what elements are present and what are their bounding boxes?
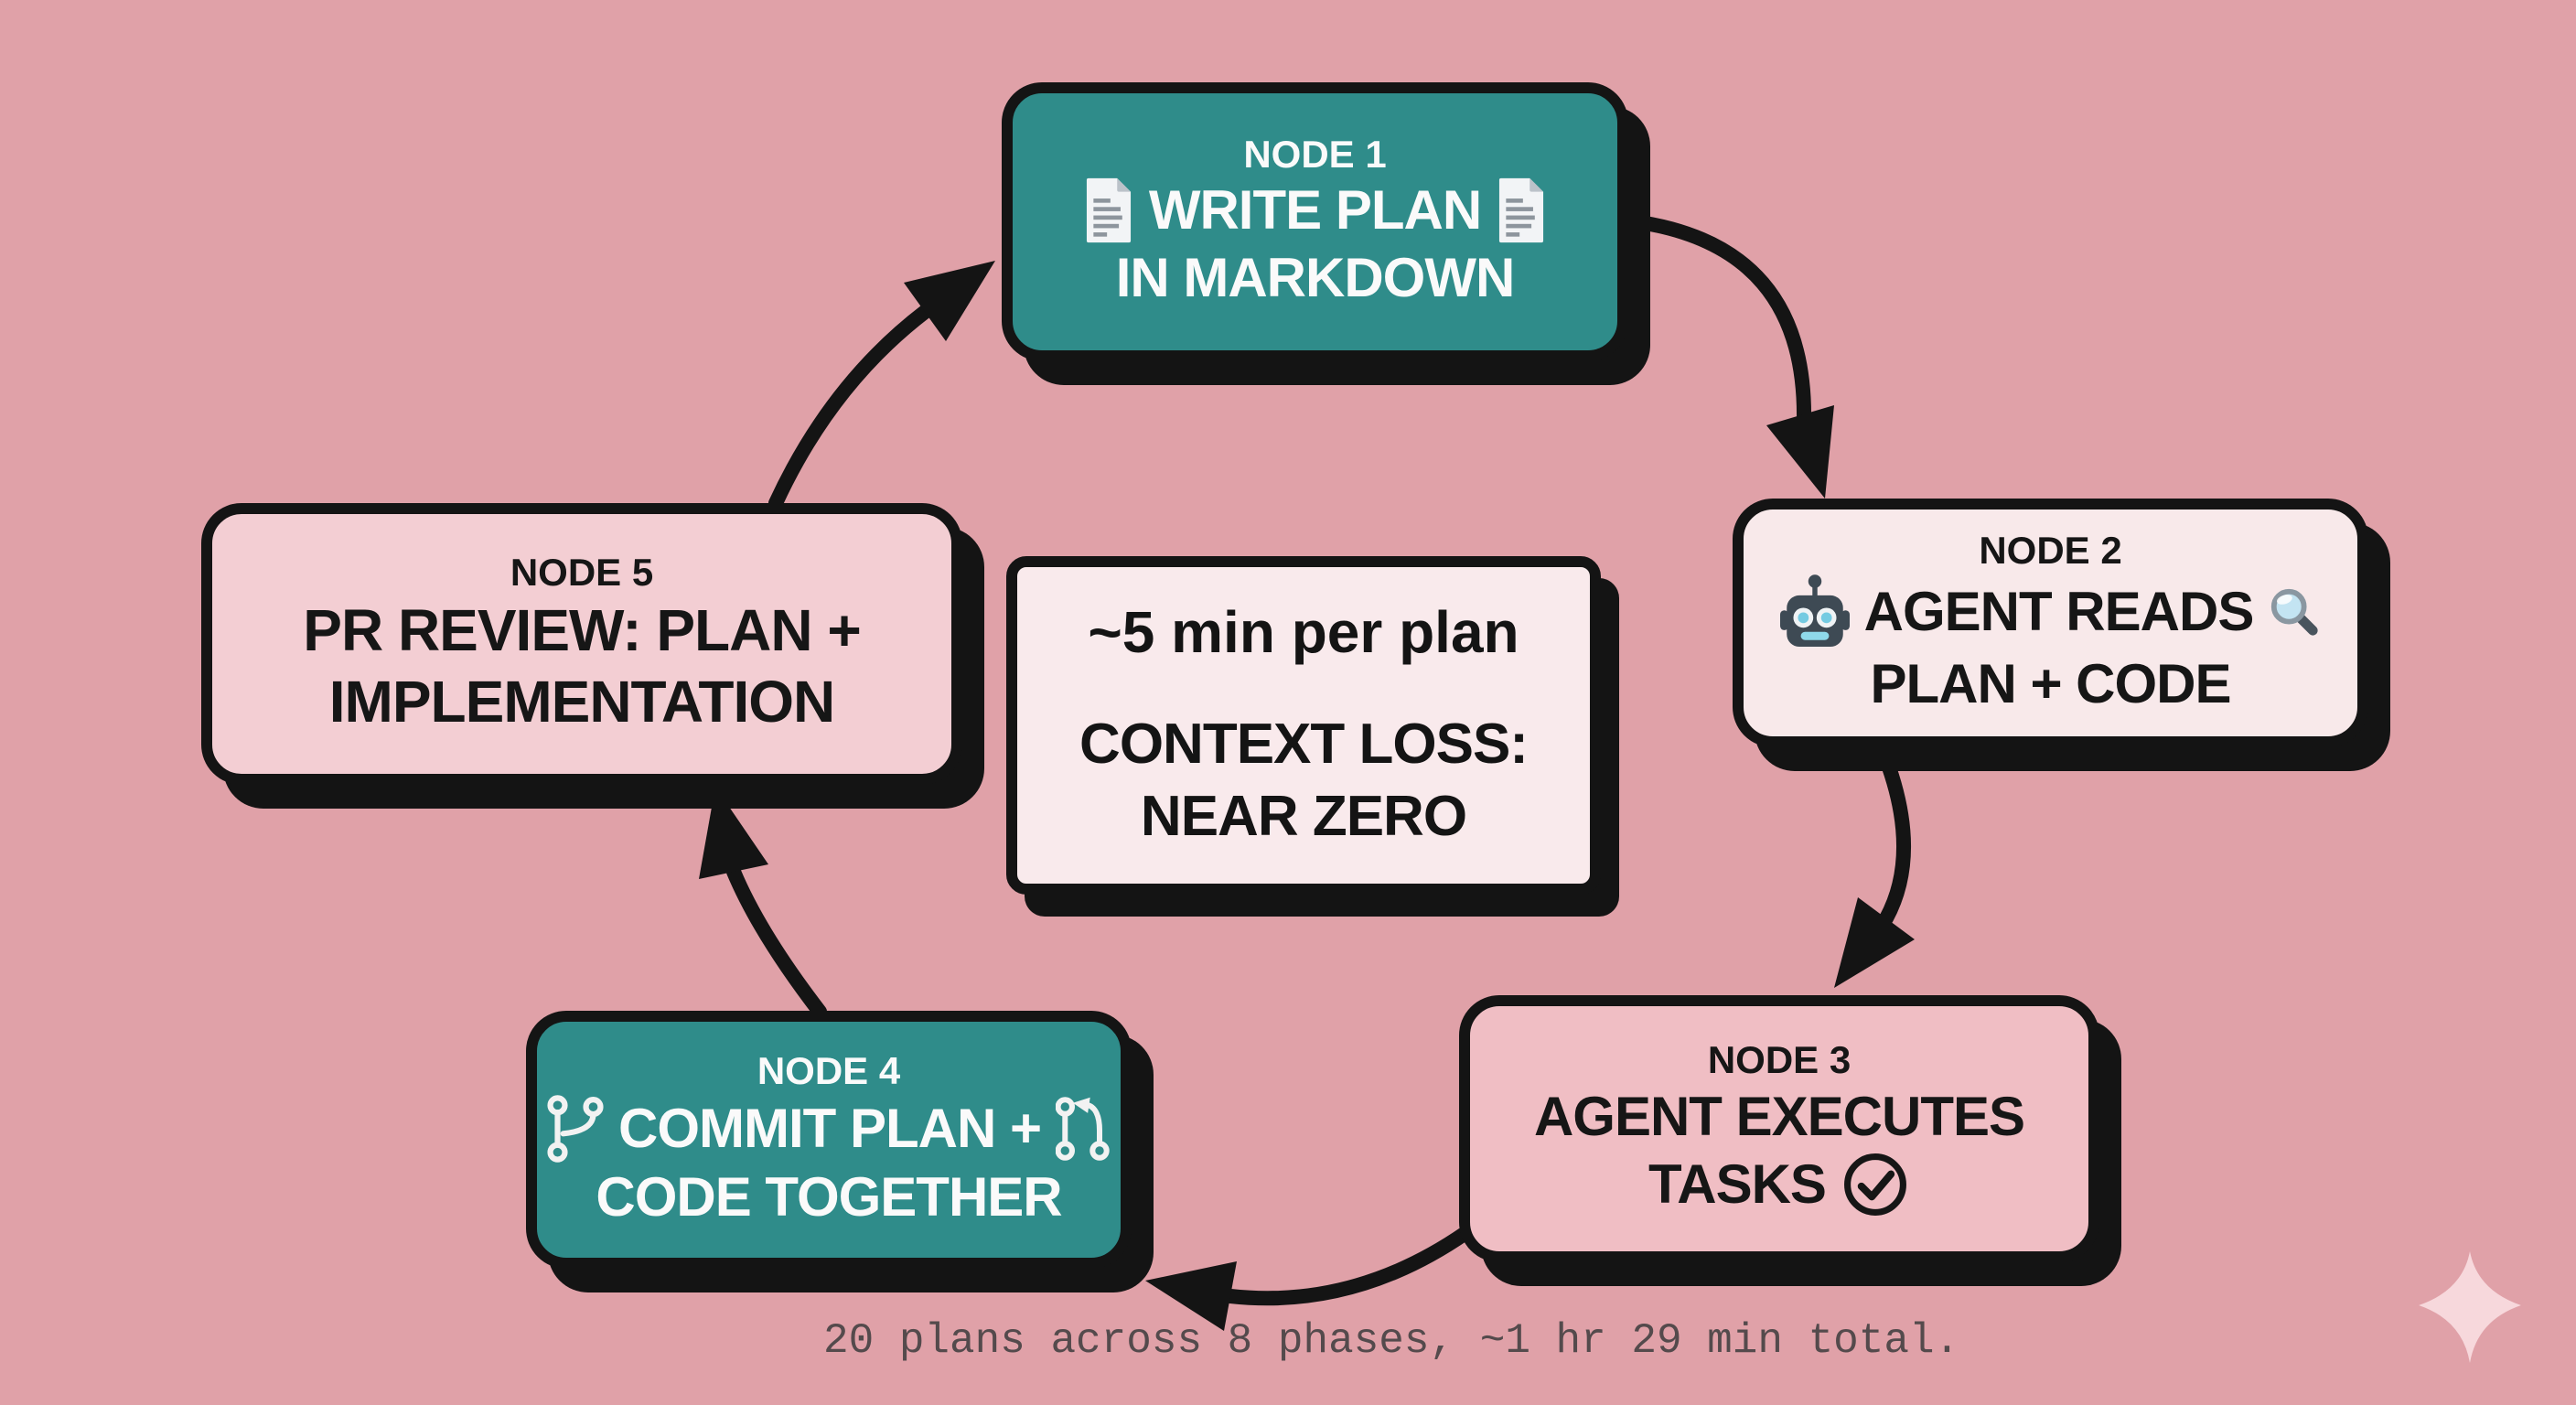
- node-5-title: NODE 5: [510, 550, 654, 594]
- node-4-line1: COMMIT PLAN +: [618, 1097, 1042, 1159]
- arrow-node1-to-node2: [1626, 214, 1812, 428]
- node-4-line2: CODE TOGETHER: [596, 1165, 1062, 1228]
- node-5-pr-review: NODE 5 PR REVIEW: PLAN + IMPLEMENTATION: [201, 503, 962, 785]
- arrow-node4-to-node5: [726, 864, 827, 1019]
- magnifier-icon: [2268, 585, 2321, 638]
- document-icon: [1496, 177, 1547, 244]
- node-1-title: NODE 1: [1243, 132, 1387, 176]
- document-icon: [1083, 177, 1134, 244]
- stat-context-loss-label: CONTEXT LOSS:: [1079, 712, 1529, 776]
- arrowhead-node4: [1145, 1261, 1237, 1331]
- node-5-line2: IMPLEMENTATION: [328, 669, 835, 735]
- node-4-commit-plan: NODE 4 COMMIT PLAN +: [526, 1011, 1132, 1269]
- robot-icon: [1779, 574, 1850, 650]
- summary-caption: 20 plans across 8 phases, ~1 hr 29 min t…: [823, 1317, 1960, 1365]
- node-3-line2: TASKS: [1648, 1153, 1827, 1216]
- arrow-node3-to-node4: [1223, 1226, 1473, 1306]
- node-3-agent-executes: NODE 3 AGENT EXECUTES TASKS: [1459, 995, 2099, 1262]
- node-3-line1: AGENT EXECUTES: [1533, 1085, 2025, 1147]
- check-circle-icon: [1841, 1150, 1910, 1219]
- node-2-agent-reads: NODE 2 AGENT READS: [1733, 499, 2368, 747]
- arrowhead-node2: [1766, 405, 1834, 499]
- arrowhead-node5: [699, 787, 768, 879]
- arrow-node2-to-node3: [1875, 743, 1912, 926]
- arrowhead-node1: [904, 261, 995, 341]
- node-1-line1: WRITE PLAN: [1148, 179, 1482, 241]
- git-pull-request-icon: [1056, 1096, 1111, 1161]
- sparkle-icon: [2419, 1251, 2521, 1363]
- node-2-line2: PLAN + CODE: [1870, 652, 2231, 714]
- stat-context-loss-value: NEAR ZERO: [1140, 785, 1467, 848]
- node-1-write-plan: NODE 1 WRITE PLAN: [1002, 82, 1628, 361]
- center-stats-box: ~5 min per plan CONTEXT LOSS: NEAR ZERO: [1006, 556, 1601, 895]
- node-1-line2: IN MARKDOWN: [1115, 247, 1516, 309]
- node-2-title: NODE 2: [1979, 529, 2122, 573]
- node-2-line1: AGENT READS: [1863, 580, 2255, 642]
- node-4-title: NODE 4: [757, 1049, 901, 1093]
- stat-minutes-per-plan: ~5 min per plan: [1088, 598, 1519, 665]
- node-3-title: NODE 3: [1707, 1038, 1852, 1082]
- git-branch-icon: [547, 1094, 604, 1164]
- arrowhead-node3: [1834, 897, 1915, 988]
- node-5-line1: PR REVIEW: PLAN +: [303, 597, 861, 664]
- arrow-node5-to-node1: [768, 305, 932, 510]
